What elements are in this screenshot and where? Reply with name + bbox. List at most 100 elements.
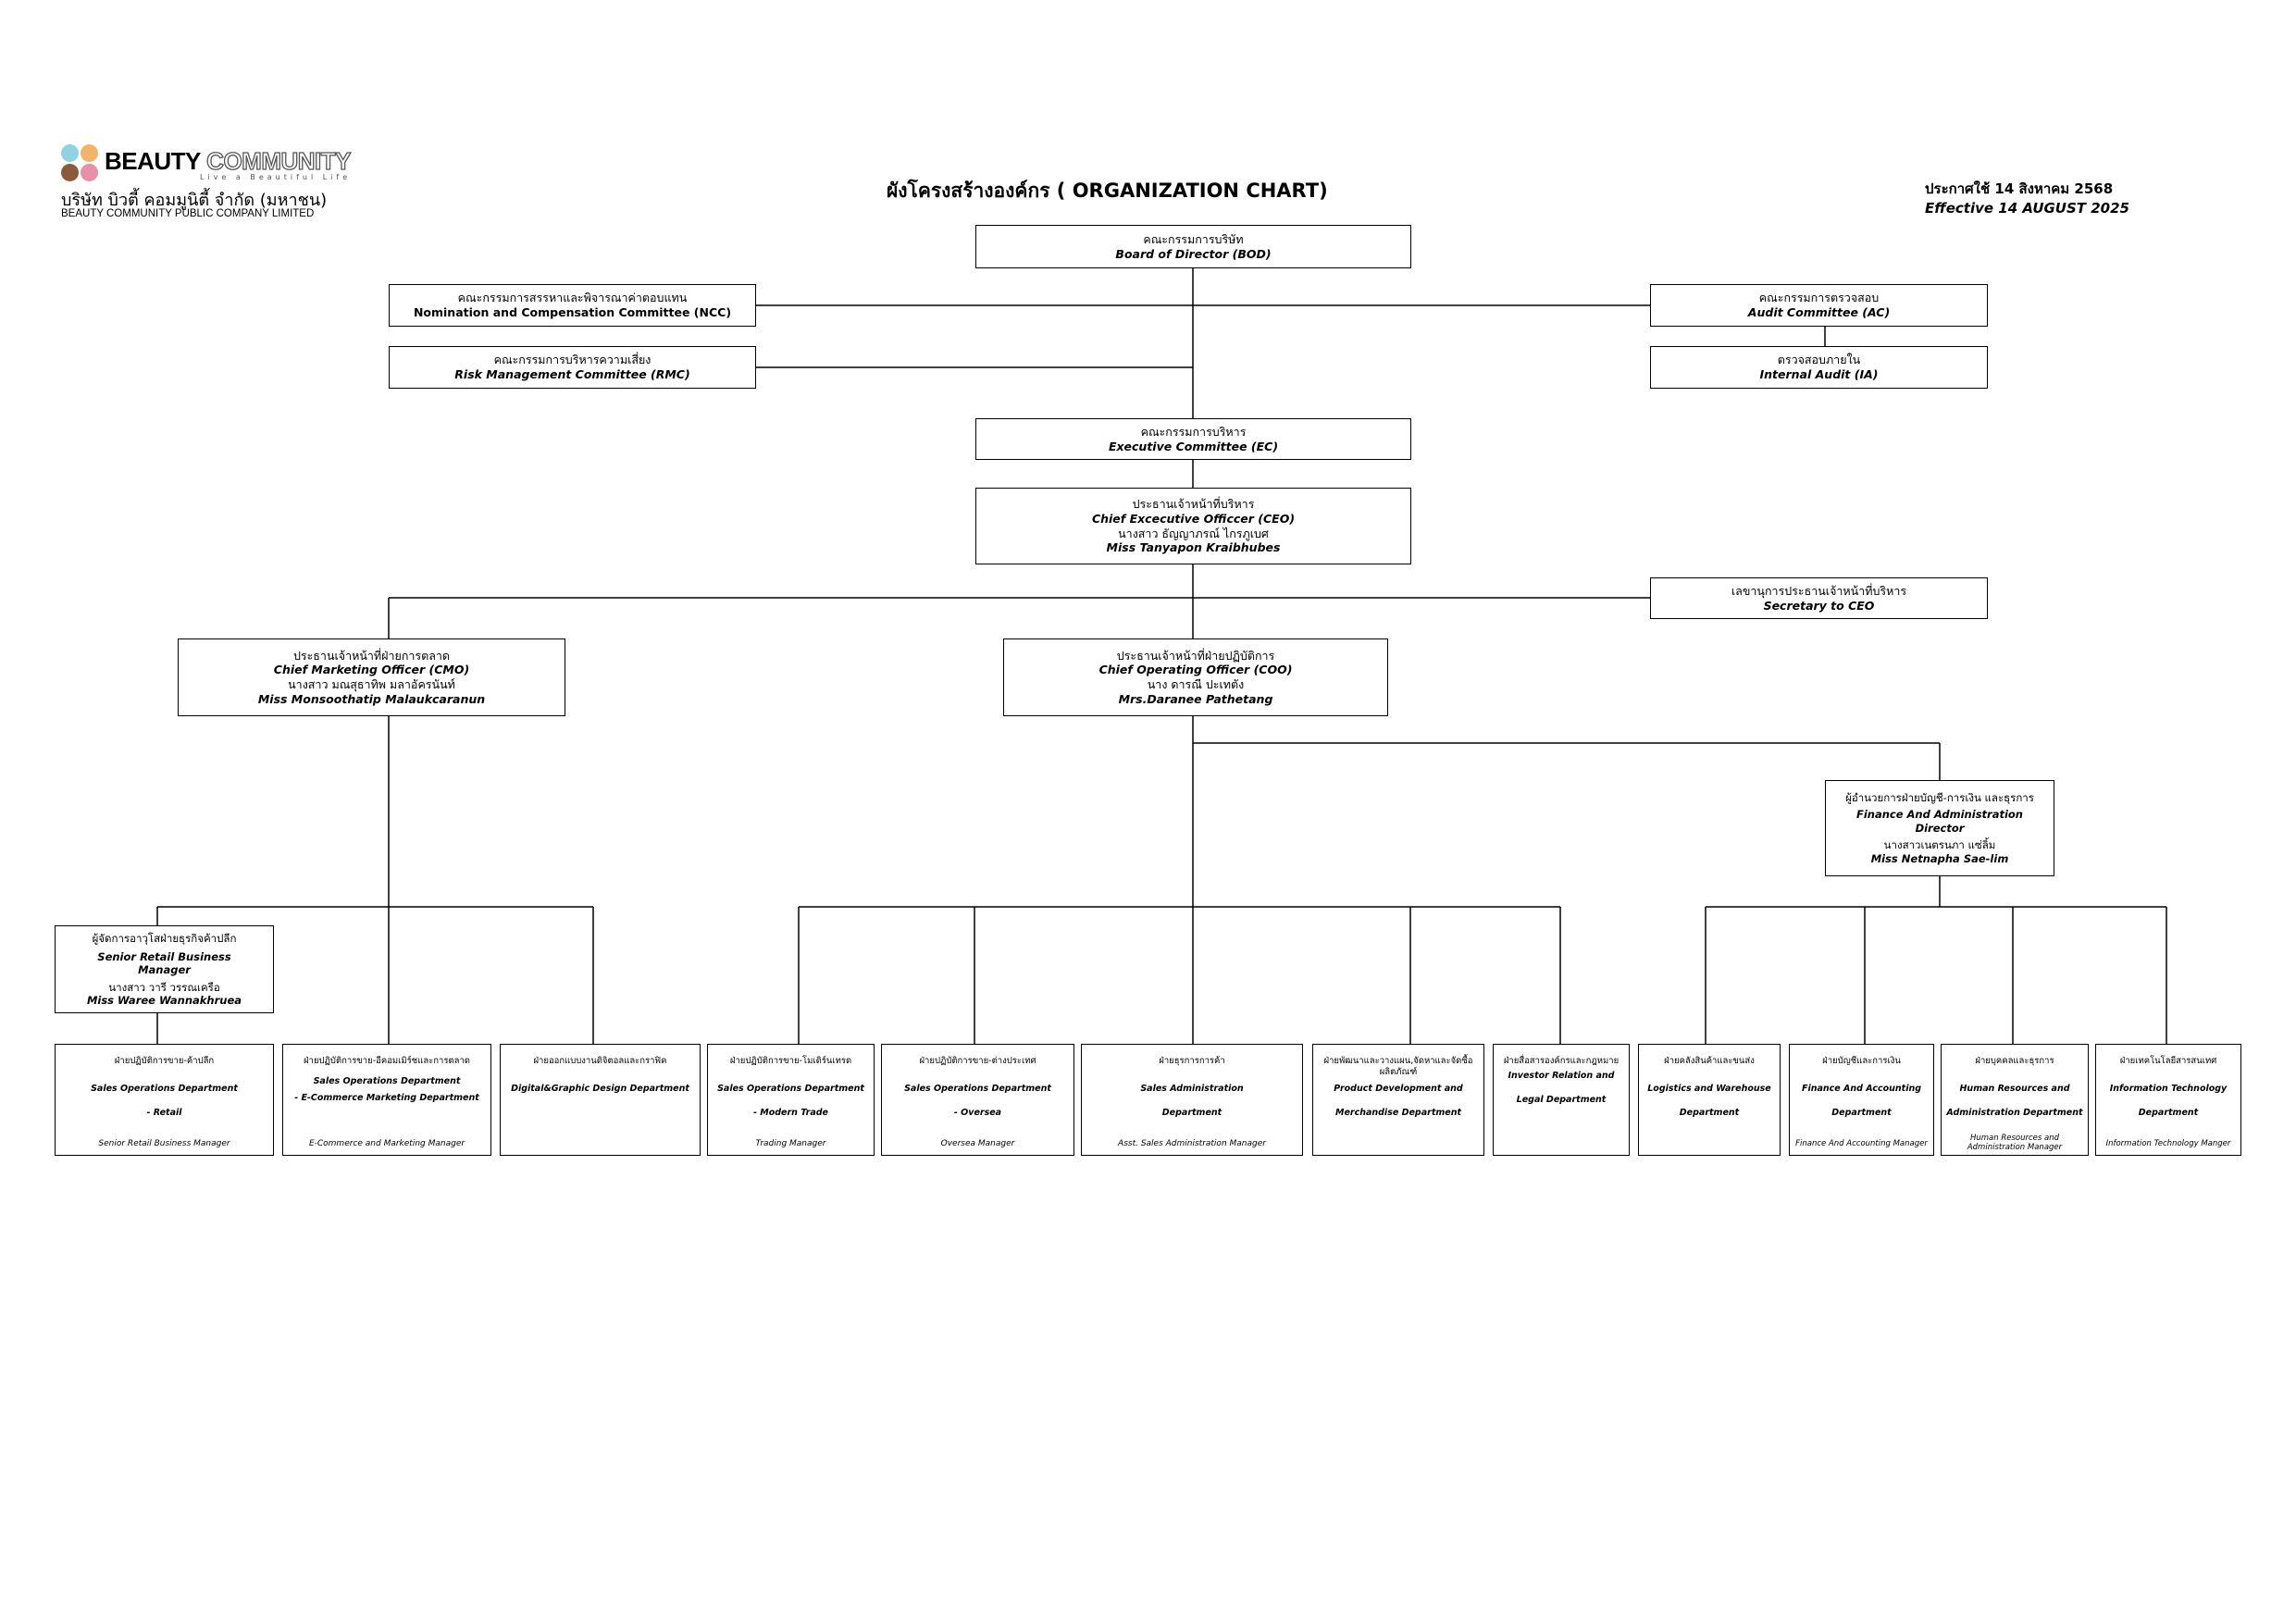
dept-ir-legal: ฝ่ายสื่อสารองค์กรและกฎหมาย Investor Rela… (1493, 1044, 1630, 1156)
node-ceo-th: ประธานเจ้าหน้าที่บริหาร (1132, 497, 1255, 512)
node-ncc: คณะกรรมการสรรหาและพิจารณาค่าตอบแทน Nomin… (389, 284, 756, 327)
node-fad-name-en: Miss Netnapha Sae-lim (1870, 851, 2009, 865)
company-logo: BEAUTY COMMUNITY Live a Beautiful Life บ… (61, 142, 357, 225)
node-rmc-en: Risk Management Committee (RMC) (454, 367, 690, 381)
node-ac: คณะกรรมการตรวจสอบ Audit Committee (AC) (1650, 284, 1988, 327)
page-title: ผังโครงสร้างองค์กร ( ORGANIZATION CHART) (887, 180, 1328, 202)
dept-en2: Administration Department (1946, 1107, 2083, 1118)
node-ceo-en: Chief Excecutive Officcer (CEO) (1091, 511, 1296, 526)
node-rmc-th: คณะกรรมการบริหารความเสี่ยง (493, 353, 652, 367)
dept-oversea: ฝ่ายปฏิบัติการขาย-ต่างประเทศ Sales Opera… (881, 1044, 1074, 1156)
dept-manager: Human Resources and Administration Manag… (1967, 1133, 2063, 1153)
dept-en1: Investor Relation and (1508, 1070, 1615, 1081)
node-coo: ประธานเจ้าหน้าที่ฝ่ายปฏิบัติการ Chief Op… (1003, 638, 1388, 716)
dept-en2: Department (2138, 1107, 2199, 1118)
dept-logistics: ฝ่ายคลังสินค้าและขนส่ง Logistics and War… (1638, 1044, 1781, 1156)
dept-hr-admin: ฝ่ายบุคคลและธุรการ Human Resources and A… (1941, 1044, 2089, 1156)
node-ec-th: คณะกรรมการบริหาร (1140, 424, 1247, 439)
node-fad-th: ผู้อำนวยการฝ่ายบัญชี-การเงิน และธุรการ (1845, 791, 2034, 805)
node-coo-name-en: Mrs.Daranee Pathetang (1118, 691, 1273, 706)
dept-en2: Merchandise Department (1334, 1107, 1462, 1118)
node-coo-name-th: นาง ดารณี ปะเทตัง (1147, 677, 1245, 691)
dept-en1: Sales Operations Department (91, 1083, 238, 1094)
dept-manager: Senior Retail Business Manager (98, 1138, 230, 1148)
node-cmo-en: Chief Marketing Officer (CMO) (273, 663, 470, 677)
dept-en2: - Retail (146, 1107, 182, 1118)
dept-digital-graphic: ฝ่ายออกแบบงานดิจิตอลและกราฟิค Digital&Gr… (500, 1044, 701, 1156)
node-srbm-name-th: นางสาว วารี วรรณเครือ (108, 980, 220, 994)
node-ec: คณะกรรมการบริหาร Executive Committee (EC… (975, 418, 1411, 460)
dept-manager: Oversea Manager (940, 1138, 1015, 1148)
node-secretary-th: เลขานุการประธานเจ้าหน้าที่บริหาร (1731, 583, 1907, 598)
node-ncc-th: คณะกรรมการสรรหาและพิจารณาค่าตอบแทน (457, 291, 688, 305)
node-cmo: ประธานเจ้าหน้าที่ฝ่ายการตลาด Chief Marke… (178, 638, 565, 716)
dept-it: ฝ่ายเทคโนโลยีสารสนเทศ Information Techno… (2095, 1044, 2241, 1156)
dept-en2: - E-Commerce Marketing Department (294, 1092, 479, 1103)
node-cmo-th: ประธานเจ้าหน้าที่ฝ่ายการตลาด (292, 648, 451, 663)
dept-en2: Department (1679, 1107, 1740, 1118)
dept-en1: Sales Administration (1140, 1083, 1244, 1094)
dept-en2: - Oversea (953, 1107, 1002, 1118)
node-fad-name-th: นางสาวเนตรนภา แซ่ลิ้ม (1883, 838, 1996, 852)
node-secretary-en: Secretary to CEO (1763, 598, 1875, 613)
dept-product-dev: ฝ่ายพัฒนาและวางแผน,จัดหาและจัดซื้อผลิตภั… (1312, 1044, 1484, 1156)
dept-th: ฝ่ายปฏิบัติการขาย-อีคอมเมิร์ชและการตลาด (304, 1056, 470, 1066)
logo-brand-1: BEAUTY (105, 147, 201, 175)
node-bod-th: คณะกรรมการบริษัท (1143, 231, 1244, 246)
dept-finance-accounting: ฝ่ายบัญชีและการเงิน Finance And Accounti… (1789, 1044, 1934, 1156)
node-bod-en: Board of Director (BOD) (1115, 246, 1272, 261)
node-bod: คณะกรรมการบริษัท Board of Director (BOD) (975, 225, 1411, 268)
node-ceo: ประธานเจ้าหน้าที่บริหาร Chief Excecutive… (975, 488, 1411, 564)
dept-manager: Finance And Accounting Manager (1795, 1139, 1928, 1149)
node-secretary: เลขานุการประธานเจ้าหน้าที่บริหาร Secreta… (1650, 577, 1988, 619)
node-cmo-name-en: Miss Monsoothatip Malaukcaranun (257, 691, 486, 706)
dept-th: ฝ่ายคลังสินค้าและขนส่ง (1664, 1056, 1755, 1066)
dept-en2: Department (1161, 1107, 1222, 1118)
effective-date-en: Effective 14 AUGUST 2025 (1925, 200, 2129, 217)
dept-en1: Product Development and (1334, 1083, 1463, 1094)
node-ncc-en: Nomination and Compensation Committee (N… (413, 305, 732, 319)
dept-retail: ฝ่ายปฏิบัติการขาย-ค้าปลีก Sales Operatio… (55, 1044, 274, 1156)
logo-brand: BEAUTY COMMUNITY (105, 146, 353, 176)
dept-en2: Legal Department (1516, 1094, 1607, 1105)
dept-en1: Information Technology (2109, 1083, 2228, 1094)
node-srbm: ผู้จัดการอาวุโสฝ่ายธุรกิจค้าปลีก Senior … (55, 925, 274, 1013)
dept-en1: Logistics and Warehouse (1647, 1083, 1771, 1094)
dept-en1: Sales Operations Department (904, 1083, 1051, 1094)
node-ceo-name-th: นางสาว ธัญญาภรณ์ ไกรภูเบศ (1118, 526, 1269, 540)
node-coo-th: ประธานเจ้าหน้าที่ฝ่ายปฏิบัติการ (1116, 648, 1275, 663)
dept-th: ฝ่ายธุรการการค้า (1159, 1056, 1225, 1066)
node-coo-en: Chief Operating Officer (COO) (1098, 663, 1293, 677)
dept-en1: Sales Operations Department (313, 1075, 461, 1086)
node-cmo-name-th: นางสาว มณสุธาทิพ มลาอัครนันท์ (288, 677, 455, 691)
dept-manager: Asst. Sales Administration Manager (1118, 1138, 1266, 1148)
dept-en1: Sales Operations Department (717, 1083, 864, 1094)
dept-th: ฝ่ายสื่อสารองค์กรและกฎหมาย (1503, 1056, 1620, 1066)
dept-modern-trade: ฝ่ายปฏิบัติการขาย-โมเดิร์นเทรด Sales Ope… (707, 1044, 875, 1156)
dept-en1: Human Resources and (1959, 1083, 2070, 1094)
dept-manager: Information Technology Manger (2105, 1139, 2231, 1149)
dept-manager: Trading Manager (755, 1138, 826, 1148)
node-ac-th: คณะกรรมการตรวจสอบ (1758, 291, 1880, 305)
dept-th: ฝ่ายพัฒนาและวางแผน,จัดหาและจัดซื้อผลิตภั… (1323, 1056, 1473, 1077)
company-name-th: บริษัท บิวตี้ คอมมูนิตี้ จำกัด (มหาชน) (61, 191, 328, 210)
dept-en1: Digital&Graphic Design Department (511, 1083, 689, 1094)
dept-th: ฝ่ายเทคโนโลยีสารสนเทศ (2119, 1056, 2217, 1066)
node-ia: ตรวจสอบภายใน Internal Audit (IA) (1650, 346, 1988, 389)
logo-brand-2: COMMUNITY (206, 146, 353, 175)
node-ia-en: Internal Audit (IA) (1759, 367, 1879, 381)
dept-th: ฝ่ายออกแบบงานดิจิตอลและกราฟิค (533, 1056, 667, 1066)
dept-ecommerce: ฝ่ายปฏิบัติการขาย-อีคอมเมิร์ชและการตลาด … (282, 1044, 491, 1156)
node-srbm-en: Senior Retail Business Manager (97, 949, 231, 977)
node-ia-th: ตรวจสอบภายใน (1777, 353, 1861, 367)
logo-tagline: Live a Beautiful Life (200, 173, 352, 181)
dept-th: ฝ่ายปฏิบัติการขาย-ค้าปลีก (114, 1056, 215, 1066)
dept-th: ฝ่ายปฏิบัติการขาย-โมเดิร์นเทรด (729, 1056, 852, 1066)
dept-th: ฝ่ายปฏิบัติการขาย-ต่างประเทศ (919, 1056, 1036, 1066)
announce-date-th: ประกาศใช้ 14 สิงหาคม 2568 (1925, 180, 2114, 197)
dept-en2: Department (1831, 1107, 1892, 1118)
node-srbm-th: ผู้จัดการอาวุโสฝ่ายธุรกิจค้าปลีก (92, 931, 237, 945)
dept-sales-admin: ฝ่ายธุรการการค้า Sales Administration De… (1081, 1044, 1303, 1156)
node-fad-en: Finance And Administration Director (1855, 808, 2023, 835)
